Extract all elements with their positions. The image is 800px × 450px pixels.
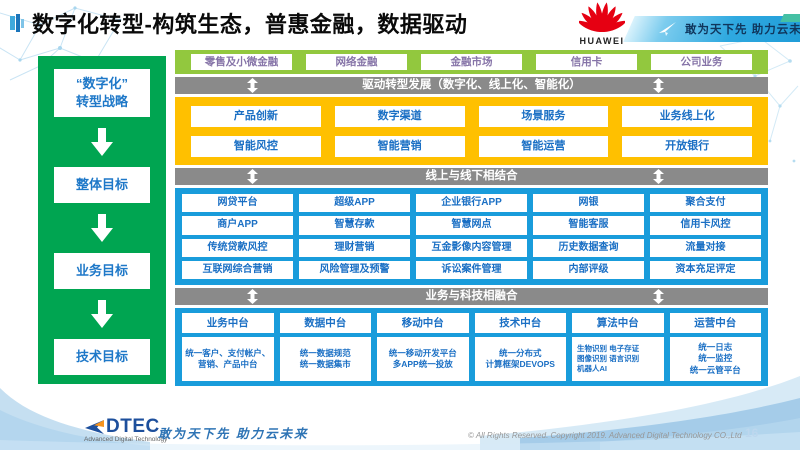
application-box: 互联网综合营销	[182, 260, 293, 279]
up-down-arrow-icon	[653, 169, 664, 184]
up-down-arrow-icon	[653, 289, 664, 304]
application-box: 传统贷款风控	[182, 238, 293, 257]
paper-plane-icon	[659, 22, 676, 36]
platform-detail-box: 统一数据规范 统一数据集市	[279, 337, 371, 381]
business-line-box: 网络金融	[306, 54, 407, 70]
platform-title-box: 算法中台	[572, 313, 664, 333]
sidebar-item-overall-goal: 整体目标	[54, 167, 150, 203]
dtec-arrow-icon	[85, 420, 104, 434]
platform-detail-box: 生物识别 电子存证 图像识别 语言识别 机器人AI	[572, 337, 664, 381]
application-box: 网贷平台	[182, 194, 293, 213]
capability-box: 场景服务	[478, 106, 609, 127]
strategy-sidebar: “数字化” 转型战略 整体目标 业务目标 技术目标	[38, 56, 166, 384]
applications-band: 网贷平台 超级APP 企业银行APP 网银 聚合支付 商户APP 智慧存款 智慧…	[175, 188, 768, 285]
business-line-box: 信用卡	[536, 54, 637, 70]
application-box: 内部评级	[533, 260, 644, 279]
footer-slogan: 敢为天下先 助力云未来	[158, 427, 309, 441]
banner-slogan-text: 敢为天下先 助力云未来	[685, 24, 800, 36]
business-lines-band: 零售及小微金融 网络金融 金融市场 信用卡 公司业务	[175, 50, 768, 74]
up-down-arrow-icon	[247, 289, 258, 304]
capability-box: 开放银行	[622, 136, 752, 157]
tech-fusion-band: 业务与科技相融合	[175, 288, 768, 305]
application-box: 商户APP	[182, 216, 293, 235]
application-box: 理财营销	[299, 238, 410, 257]
down-arrow-icon	[91, 214, 113, 242]
capability-box: 业务线上化	[622, 106, 752, 127]
capability-box: 产品创新	[191, 106, 321, 127]
platforms-band: 业务中台 数据中台 移动中台 技术中台 算法中台 运营中台 统一客户、支付帐户、…	[175, 308, 768, 386]
application-box: 信用卡风控	[650, 216, 761, 235]
tech-fusion-label: 业务与科技相融合	[425, 290, 518, 302]
application-box: 聚合支付	[650, 194, 761, 213]
huawei-logo-text: HUAWEI	[579, 36, 625, 46]
sidebar-item-tech-goal: 技术目标	[54, 339, 150, 375]
page-number: 16	[745, 426, 759, 440]
application-box: 资本充足评定	[650, 260, 761, 279]
sidebar-item-business-goal: 业务目标	[54, 253, 150, 289]
sidebar-item-strategy: “数字化” 转型战略	[54, 69, 150, 117]
down-arrow-icon	[91, 128, 113, 156]
huawei-logo: HUAWEI	[574, 2, 630, 46]
platform-detail-box: 统一日志 统一监控 统一云管平台	[669, 337, 761, 381]
title-bars-icon	[10, 14, 26, 37]
capability-box: 智能运营	[478, 136, 609, 157]
platform-title-box: 运营中台	[669, 313, 761, 333]
business-line-box: 公司业务	[651, 54, 752, 70]
up-down-arrow-icon	[653, 78, 664, 93]
application-box: 智能客服	[533, 216, 644, 235]
platform-detail-box: 统一分布式 计算框架DEVOPS	[474, 337, 566, 381]
business-line-box: 金融市场	[421, 54, 522, 70]
capability-box: 数字渠道	[334, 106, 465, 127]
application-box: 风险管理及预警	[299, 260, 410, 279]
up-down-arrow-icon	[247, 169, 258, 184]
up-down-arrow-icon	[247, 78, 258, 93]
platform-title-box: 技术中台	[474, 313, 566, 333]
drive-transform-label: 驱动转型发展（数字化、线上化、智能化）	[362, 79, 581, 91]
platform-title-box: 数据中台	[279, 313, 371, 333]
application-box: 网银	[533, 194, 644, 213]
main-diagram: 零售及小微金融 网络金融 金融市场 信用卡 公司业务 驱动转型发展（数字化、线上…	[175, 50, 768, 389]
application-box: 互金影像内容管理	[416, 238, 527, 257]
dtec-logo-subtext: Advanced Digital Technology	[84, 436, 168, 443]
dtec-logo-text: DTEC	[106, 416, 160, 437]
page-title: 数字化转型-构筑生态，普惠金融，数据驱动	[32, 12, 468, 37]
copyright-text: © All Rights Reserved. Copyright 2019. A…	[468, 431, 742, 440]
drive-transform-band: 驱动转型发展（数字化、线上化、智能化）	[175, 77, 768, 94]
application-box: 企业银行APP	[416, 194, 527, 213]
application-box: 诉讼案件管理	[416, 260, 527, 279]
platform-detail-box: 统一客户、支付帐户、营销、产品中台	[182, 337, 274, 381]
capabilities-band: 产品创新 数字渠道 场景服务 业务线上化 智能风控 智能营销 智能运营 开放银行	[175, 97, 768, 165]
application-box: 智慧网点	[416, 216, 527, 235]
application-box: 历史数据查询	[533, 238, 644, 257]
application-box: 流量对接	[650, 238, 761, 257]
platform-title-box: 移动中台	[377, 313, 469, 333]
down-arrow-icon	[91, 300, 113, 328]
online-offline-band: 线上与线下相结合	[175, 168, 768, 185]
online-offline-label: 线上与线下相结合	[425, 170, 518, 182]
platform-title-box: 业务中台	[182, 313, 274, 333]
slogan-banner: 敢为天下先 助力云未来	[623, 16, 800, 42]
application-box: 智慧存款	[299, 216, 410, 235]
platform-detail-box: 统一移动开发平台 多APP统一投放	[377, 337, 469, 381]
dtec-logo: DTEC Advanced Digital Technology	[84, 416, 168, 443]
business-line-box: 零售及小微金融	[191, 54, 292, 70]
banner-green-accent	[780, 14, 800, 22]
capability-box: 智能风控	[191, 136, 321, 157]
huawei-flower-icon	[577, 2, 627, 33]
capability-box: 智能营销	[334, 136, 465, 157]
application-box: 超级APP	[299, 194, 410, 213]
